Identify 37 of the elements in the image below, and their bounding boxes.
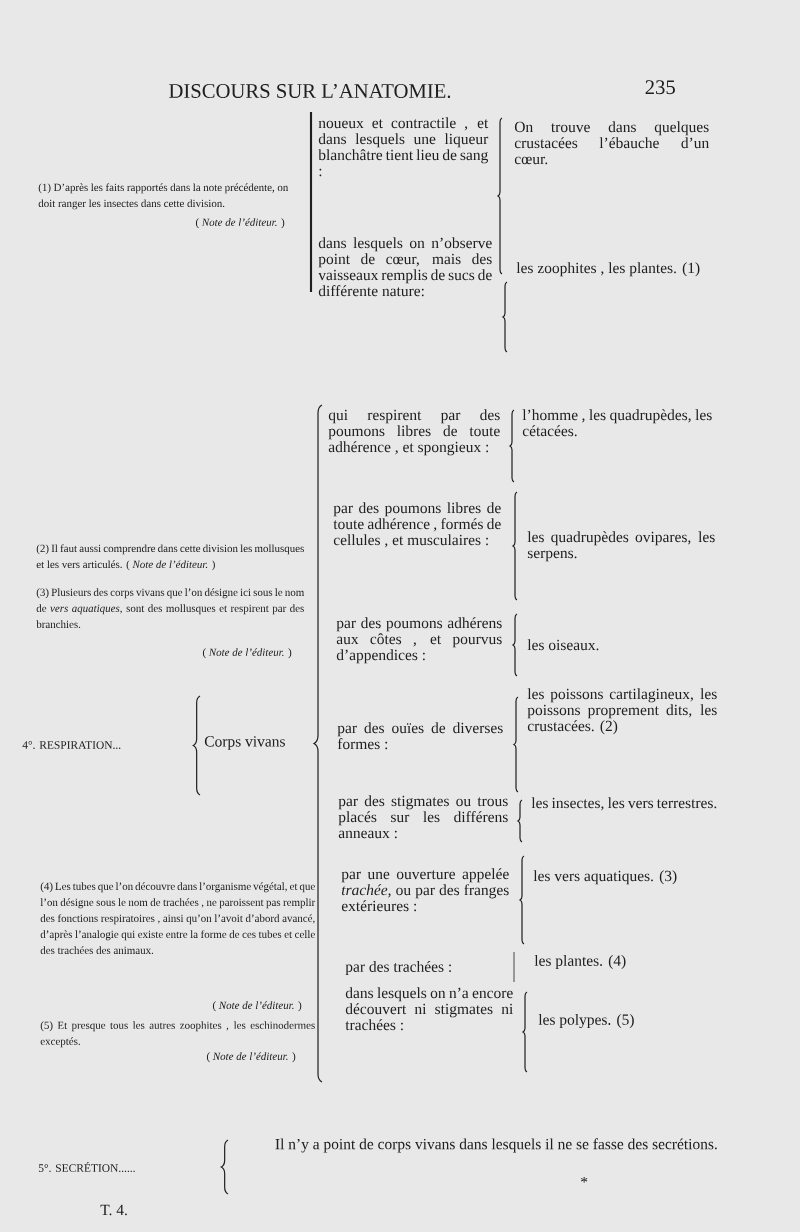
table-text: qui respirent par des poumons libres de toute adhérence , et spongieux : (328, 409, 500, 456)
table-text: les oiseaux. (527, 639, 599, 651)
table-text: les insectes, les vers terrestres. (531, 797, 717, 811)
footnote-mark: * (581, 1176, 588, 1183)
table-text: par des stigmates ou trous placés sur les différens anneaux : (338, 795, 508, 839)
table-text: par des trachées : (345, 960, 451, 976)
footnote: (2) Il faut aussi comprendre dans cette division les mollusques et les vers articulés. ( Note de l’éditeur. ) (36, 544, 304, 571)
footnote: (5) Et presque tous les autres zoophites , les eschinodermes exceptés. (40, 1021, 315, 1048)
footnote: (3) Plusieurs des corps vivans que l’on désigne ici sous le nom de vers aquatiques, sont des mollusques et respirent par des branchies. (36, 588, 305, 628)
table-text: les vers aquatiques. (3) (533, 870, 677, 885)
table-text: les plantes. (4) (534, 955, 626, 970)
table-text: dans lesquels on n’a encore découvert ni stigmates ni trachées : (345, 987, 513, 1031)
signature-mark: T. 4. (100, 1204, 127, 1216)
table-text: par des poumons libres de toute adhérence , formés de cellules , et musculaires : (333, 502, 501, 548)
table-text: par une ouverture appelée trachée, ou par des franges extérieures : (341, 868, 509, 912)
table-text: On trouve dans quelques crustacées l’ébauche d’un cœur. (514, 121, 709, 165)
table-text: l’homme , les quadrupèdes, les cétacées. (522, 409, 712, 437)
page-title: DISCOURS SUR L’ANATOMIE. (169, 84, 451, 98)
section-heading: 5°. SECRÉTION...... (38, 1162, 135, 1172)
table-text: les poissons cartilagineux, les poissons proprement dits, les crustacées. (2) (527, 688, 717, 735)
table-text: Corps vivans (204, 736, 285, 750)
table-text: les polypes. (5) (538, 1014, 634, 1029)
footnote: ( Note de l’éditeur. ) (195, 218, 285, 229)
table-text: par des ouïes de diverses formes : (337, 722, 503, 750)
footnote: ( Note de l’éditeur. ) (206, 1052, 296, 1063)
section-heading: 4°. RESPIRATION... (22, 741, 121, 749)
table-text: les zoophites , les plantes. (1) (516, 262, 700, 277)
footnote: (1) D’après les faits rapportés dans la note précédente, on doit ranger les insectes dans cette division. (38, 183, 289, 210)
page-number: 235 (645, 80, 675, 95)
table-text: les quadrupèdes ovipares, les serpens. (527, 531, 715, 562)
table-text: dans lesquels on n’observe point de cœur, mais des vaisseaux remplis de sucs de différente nature: (318, 237, 492, 297)
footnote: (4) Les tubes que l’on découvre dans l’organisme végétal, et que l’on désigne sous le nom de trachées , ne paroissent pas remplir des fonctions respiratoires , ainsi qu’on l’avoit d’abord avancé, d’après l’analogie qui existe entre la forme de ces tubes et celle des trachées des animaux. (40, 882, 316, 955)
table-text: par des poumons adhérens aux côtes , et pourvus d’appendices : (336, 617, 502, 664)
footnote: ( Note de l’éditeur. ) (202, 648, 292, 659)
table-text: noueux et contractile , et dans lesquels une liqueur blanchâtre tient lieu de sang : (318, 117, 489, 177)
footnote: ( Note de l’éditeur. ) (212, 1001, 302, 1012)
table-text: Il n’y a point de corps vivans dans lesquels il ne se fasse des secrétions. (275, 1138, 717, 1153)
